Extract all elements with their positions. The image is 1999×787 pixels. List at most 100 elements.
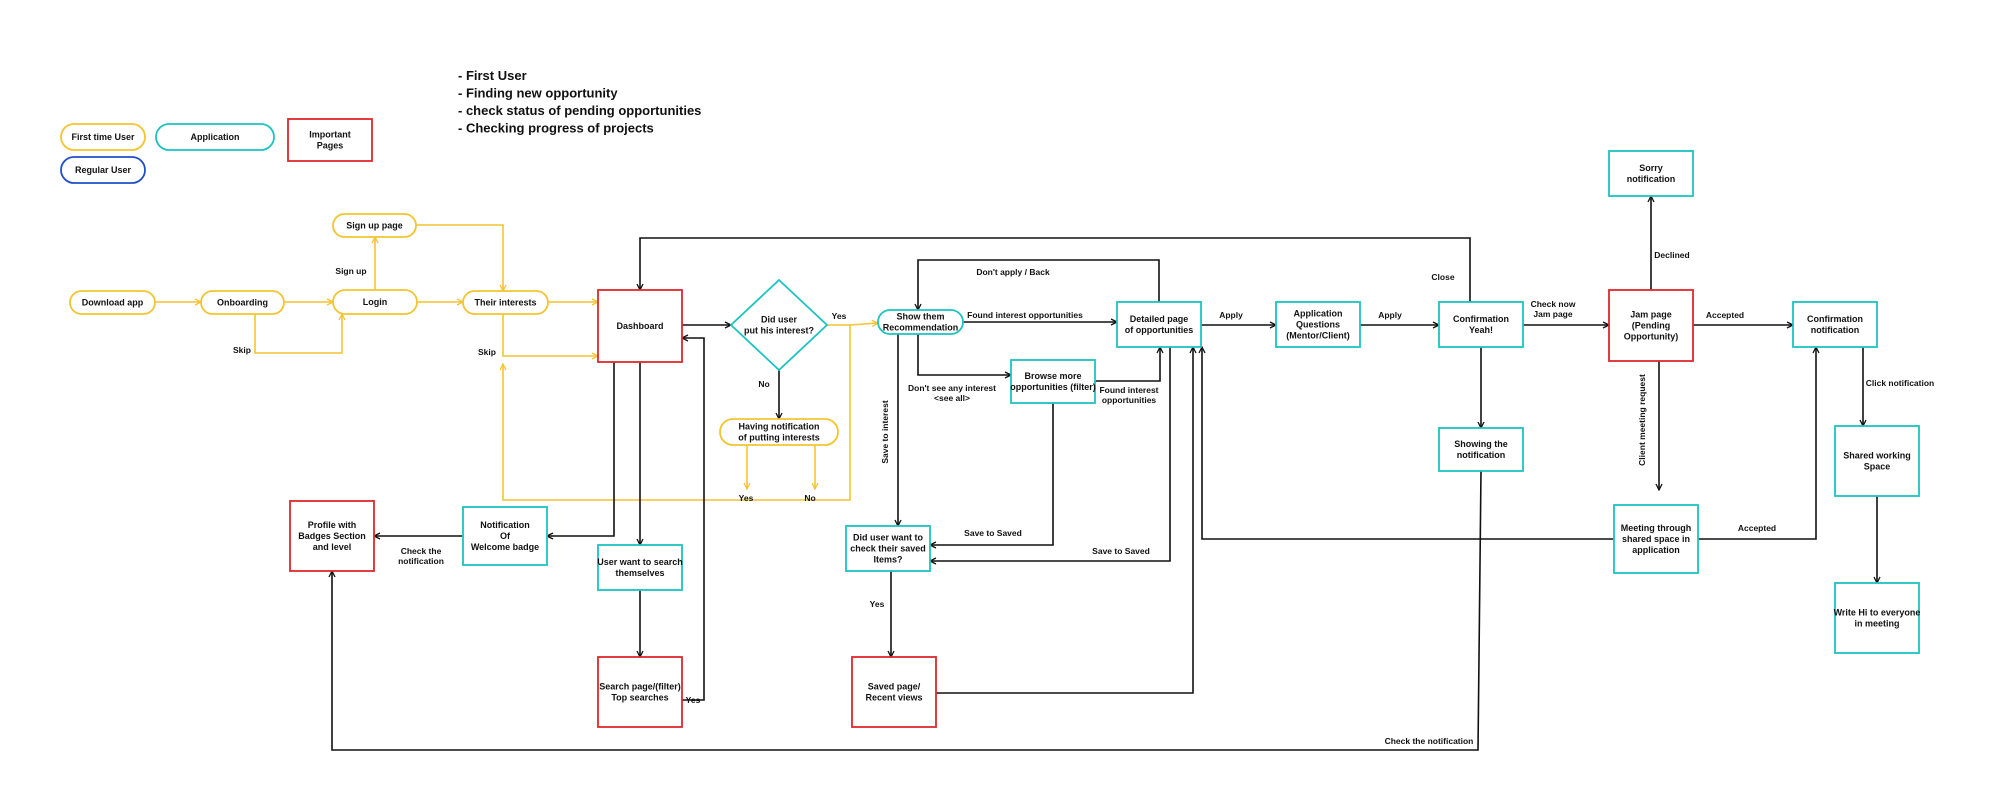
node-label: Download app <box>82 298 144 308</box>
node-shape <box>1438 427 1524 472</box>
node-saved-page: Saved page/Recent views <box>851 656 937 728</box>
connector-arrow <box>849 323 878 325</box>
label-close: Close <box>1431 272 1454 282</box>
label-no-having: No <box>804 493 815 503</box>
legend-swatch <box>60 123 146 151</box>
node-shape <box>845 525 931 572</box>
node-shape <box>597 544 683 591</box>
node-label: Onboarding <box>217 298 268 308</box>
legend-label: First time User <box>71 132 135 142</box>
node-shape <box>1275 301 1361 348</box>
connector-arrow <box>503 324 851 501</box>
legend-regular-user: Regular User <box>60 156 146 184</box>
connector-arrow <box>936 347 1193 694</box>
node-label: Saved page/Recent views <box>865 682 922 703</box>
node-dashboard: Dashboard <box>597 289 683 363</box>
label-found-interest: Found interest opportunities <box>967 310 1083 320</box>
node-shape <box>597 656 683 728</box>
node-shape <box>877 309 964 335</box>
node-shape <box>719 418 839 446</box>
legend-swatch <box>155 123 275 151</box>
connector-arrow <box>1095 347 1160 382</box>
node-shape <box>851 656 937 728</box>
label-skip-interests: Skip <box>478 347 496 357</box>
label-yes-having: Yes <box>739 493 754 503</box>
node-signup-page: Sign up page <box>332 213 417 238</box>
connector-arrow <box>918 259 1160 310</box>
connector-arrow <box>930 403 1054 545</box>
node-shape <box>332 213 417 238</box>
connector-arrow <box>254 314 342 354</box>
flow-nodes: Download app Onboarding Login Sign up pageT… <box>69 150 1920 728</box>
label-accepted-2: Accepted <box>1738 523 1776 533</box>
node-shape <box>1608 289 1694 362</box>
connector-arrow <box>332 470 1482 751</box>
node-shape <box>1792 301 1878 348</box>
node-label: Search page/(filter)Top searches <box>599 682 681 703</box>
connector-arrow <box>917 334 1011 375</box>
node-shape <box>200 290 285 315</box>
label-client-meeting-request: Client meeting request <box>1637 374 1647 466</box>
goals-list: - First User- Finding new opportunity- c… <box>458 68 701 136</box>
node-shape <box>729 278 829 372</box>
connector-arrow <box>640 237 1471 302</box>
legend-first-time-user: First time User <box>60 123 146 151</box>
label-accepted-1: Accepted <box>1706 310 1744 320</box>
legend-label: Application <box>191 132 240 142</box>
connector-arrow <box>1698 347 1816 540</box>
connector-arrow <box>1202 347 1614 540</box>
node-shape <box>1010 359 1096 404</box>
label-yes-saved: Yes <box>870 599 885 609</box>
node-their-interests: Their interests <box>462 290 549 315</box>
label-dont-apply: Don't apply / Back <box>976 267 1050 277</box>
node-search-page: Search page/(filter)Top searches <box>597 656 683 728</box>
node-login: Login <box>332 289 418 315</box>
label-yes-interest: Yes <box>832 311 847 321</box>
node-download-app: Download app <box>69 290 156 315</box>
label-apply-1: Apply <box>1219 310 1243 320</box>
node-onboarding: Onboarding <box>200 290 285 315</box>
node-label: Their interests <box>474 298 536 308</box>
node-shape <box>1613 504 1699 574</box>
goal-item: - check status of pending opportunities <box>458 103 701 118</box>
legend-swatch <box>60 156 146 184</box>
connector-arrow <box>930 347 1171 561</box>
node-label: Sign up page <box>346 221 403 231</box>
label-save-to-interest: Save to interest <box>880 400 890 463</box>
node-shape <box>332 289 418 315</box>
connector-arrow <box>547 362 615 536</box>
node-shape <box>1438 301 1524 348</box>
label-skip-onboarding: Skip <box>233 345 251 355</box>
goal-item: - Finding new opportunity <box>458 86 618 101</box>
node-shape <box>289 500 375 572</box>
connectors <box>155 196 1877 751</box>
